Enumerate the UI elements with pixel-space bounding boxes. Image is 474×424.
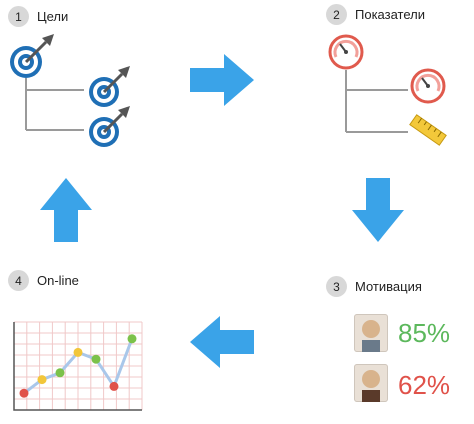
step-title: On-line bbox=[37, 273, 79, 288]
step-1-header: 1 Цели bbox=[8, 6, 68, 27]
goals-tree bbox=[10, 34, 130, 147]
chart-data-point bbox=[19, 388, 29, 398]
step-number-badge: 4 bbox=[8, 270, 29, 291]
chart-axes bbox=[13, 322, 142, 411]
target-icon bbox=[89, 66, 130, 107]
person-face-icon bbox=[362, 320, 380, 352]
arrow-icon bbox=[40, 178, 92, 242]
person-avatar bbox=[354, 364, 388, 402]
target-icon bbox=[89, 106, 130, 147]
chart-data-point bbox=[55, 368, 65, 378]
motivation-percent: 85% bbox=[398, 318, 451, 348]
chart-data-point bbox=[37, 375, 47, 385]
arrow-icon bbox=[352, 178, 404, 242]
arrow-icon bbox=[190, 316, 254, 368]
step-number-badge: 3 bbox=[326, 276, 347, 297]
step-title: Показатели bbox=[355, 7, 425, 22]
online-line-chart bbox=[13, 321, 143, 411]
gauge-icon bbox=[328, 34, 364, 70]
step-3-header: 3 Мотивация bbox=[326, 276, 422, 297]
step-title: Мотивация bbox=[355, 279, 422, 294]
person-avatar bbox=[354, 314, 388, 352]
ruler-icon bbox=[409, 114, 447, 146]
person-face-icon bbox=[362, 370, 380, 402]
step-title: Цели bbox=[37, 9, 69, 24]
tree-connector-lines bbox=[345, 70, 408, 133]
chart-data-point bbox=[127, 334, 137, 344]
chart-data-point bbox=[109, 381, 119, 391]
gauge-icon bbox=[410, 68, 446, 104]
target-icon bbox=[10, 34, 54, 78]
step-2-header: 2 Показатели bbox=[326, 4, 425, 25]
chart-data-point bbox=[73, 347, 83, 357]
chart-data-point bbox=[91, 354, 101, 364]
step-4-header: 4 On-line bbox=[8, 270, 79, 291]
indicators-tree bbox=[328, 34, 447, 146]
step-number-badge: 1 bbox=[8, 6, 29, 27]
motivation-percent: 62% bbox=[398, 370, 451, 400]
tree-connector-lines bbox=[25, 78, 84, 131]
arrow-icon bbox=[190, 54, 254, 106]
step-number-badge: 2 bbox=[326, 4, 347, 25]
